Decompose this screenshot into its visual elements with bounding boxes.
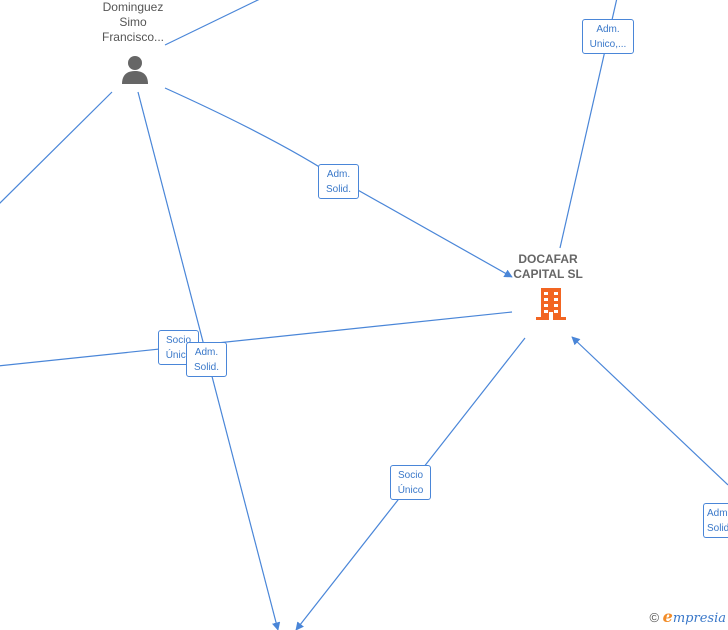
edge-label-line: Socio <box>165 335 191 346</box>
building-icon[interactable] <box>535 286 567 322</box>
edge-label-adm-solid-right[interactable]: Adm. Solid. <box>703 503 728 538</box>
person-name-line-2: Simo <box>119 15 147 29</box>
edge-person-left <box>0 91 113 204</box>
edge-label-line: Adm. <box>326 169 351 180</box>
brand-initial: e <box>662 607 673 626</box>
person-icon[interactable] <box>120 54 150 84</box>
edge-right-to-company <box>571 336 728 486</box>
edge-label-adm-solid-person-down[interactable]: Adm. Solid. <box>186 342 227 377</box>
brand-name: mpresia <box>672 611 726 626</box>
edge-label-line: Único <box>165 350 192 361</box>
person-node-label[interactable]: Dominguez Simo Francisco... <box>93 0 173 45</box>
edge-label-line: Adm. <box>194 347 219 358</box>
edge-company-left <box>0 311 513 367</box>
edge-label-line: Solid. <box>325 184 351 195</box>
edge-label-socio-unico-bottom[interactable]: Socio Único <box>390 465 431 500</box>
edge-label-line: Único <box>397 485 424 496</box>
copyright-symbol: © <box>649 610 660 625</box>
edge-label-line: Solid. <box>707 523 728 534</box>
edge-person-top <box>164 0 260 46</box>
company-name-line-2: CAPITAL SL <box>513 267 583 281</box>
company-name-line-1: DOCAFAR <box>518 252 578 266</box>
person-name-line-3: Francisco... <box>101 30 164 44</box>
edge-label-adm-solid-person-company[interactable]: Adm. Solid. <box>318 164 359 199</box>
company-node-label[interactable]: DOCAFAR CAPITAL SL <box>500 252 596 282</box>
edge-label-line: Adm. <box>707 508 728 519</box>
empresia-watermark: © empresia <box>649 607 726 626</box>
person-name-line-1: Dominguez <box>102 0 164 14</box>
edge-label-line: Adm. <box>596 24 620 35</box>
edge-label-line: Unico,... <box>589 39 627 50</box>
edge-label-line: Solid. <box>193 362 219 373</box>
edge-label-line: Socio <box>397 470 423 481</box>
edge-label-adm-unico[interactable]: Adm. Unico,... <box>582 19 634 54</box>
